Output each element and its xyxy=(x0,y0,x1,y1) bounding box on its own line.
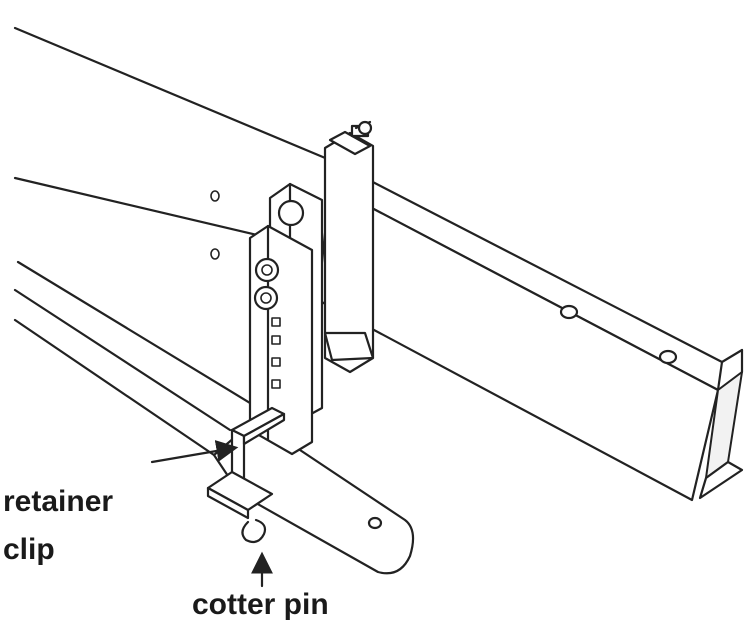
plate-hole xyxy=(277,199,305,227)
channel-rail xyxy=(316,158,744,502)
cotter-pin-label: cotter pin xyxy=(192,588,329,621)
retainer-clip-label: retainer xyxy=(3,485,114,518)
back-rail xyxy=(13,26,332,260)
rail-hole-2 xyxy=(658,349,678,365)
clamp-plates xyxy=(248,182,324,456)
bolt-2 xyxy=(253,285,279,311)
adjustment-holes xyxy=(271,317,281,389)
retainer-clip xyxy=(206,406,286,520)
rear-bracket xyxy=(323,120,375,374)
rail-hole-1 xyxy=(559,304,579,320)
bolt-1 xyxy=(254,257,280,283)
retainer-clip-label-line2: clip xyxy=(3,533,55,566)
bar-hole xyxy=(367,516,383,530)
long-bar xyxy=(13,260,415,575)
cotter-pin xyxy=(241,518,267,544)
bolts xyxy=(253,257,280,311)
retainer-clip-arrow xyxy=(150,440,239,464)
